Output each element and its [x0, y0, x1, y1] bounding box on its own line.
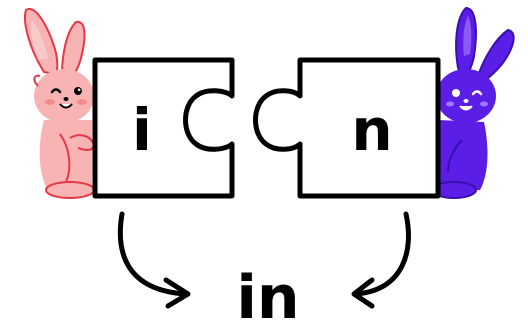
pink-bunny-icon: [24, 7, 96, 199]
curved-arrow-left-icon: [351, 211, 411, 309]
left-puzzle-piece: [92, 57, 235, 199]
result-word: in: [236, 263, 299, 325]
right-piece-letter: n: [351, 96, 392, 164]
curved-arrow-right-icon: [117, 211, 191, 309]
purple-bunny-icon: [431, 6, 515, 199]
right-puzzle-piece: [253, 57, 441, 199]
left-piece-letter: i: [132, 96, 152, 164]
